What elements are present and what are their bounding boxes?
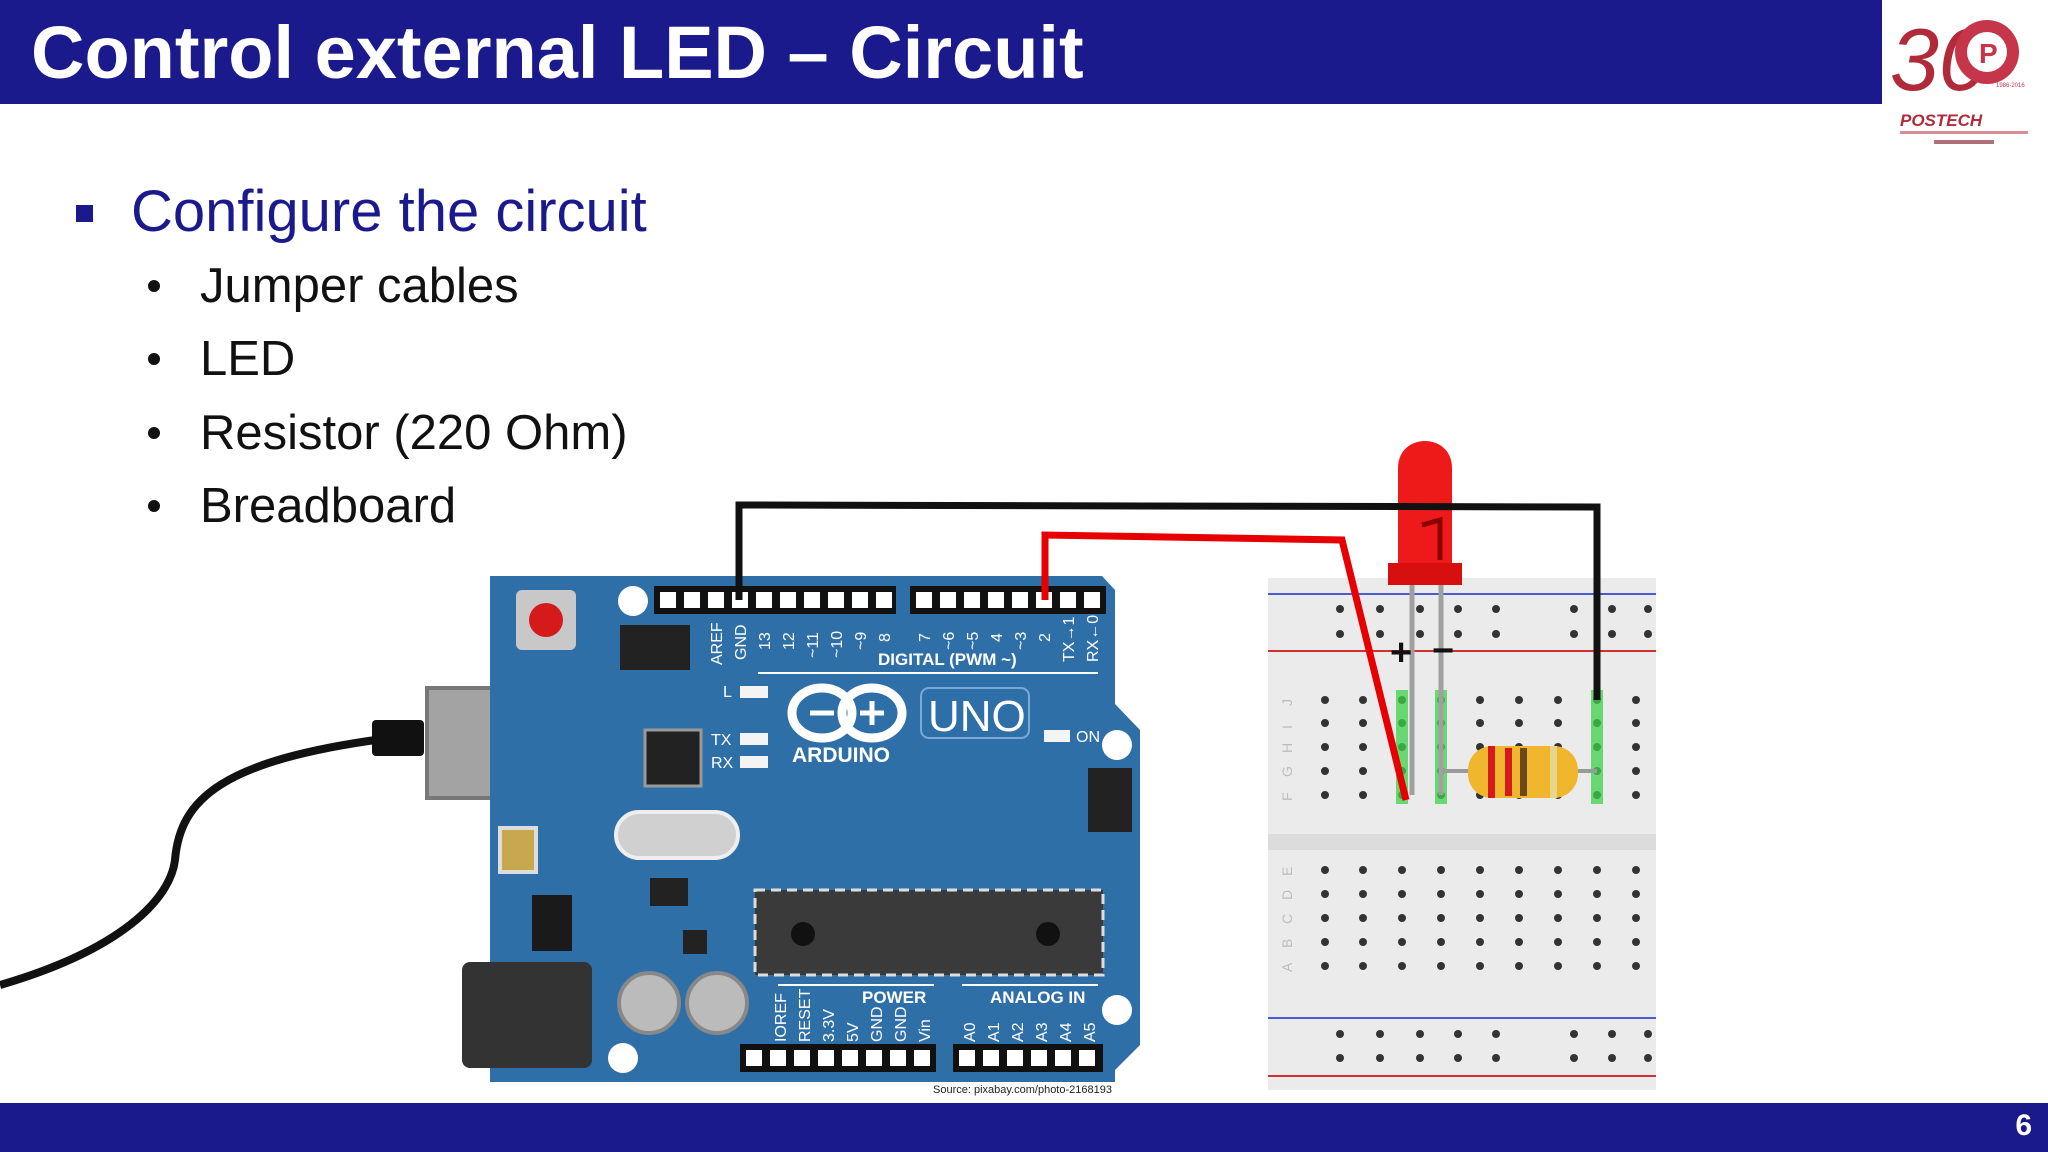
footer-bar: 6 <box>0 1103 2048 1152</box>
dot-bullet-icon <box>148 500 160 512</box>
black-jumper-wire <box>735 501 1601 700</box>
dot-bullet-icon <box>148 280 160 292</box>
led-on-label: ON <box>1076 729 1100 746</box>
logo-brand: POSTECH <box>1900 111 1983 130</box>
title-bar: Control external LED – Circuit <box>0 0 1882 104</box>
pin-label: GND <box>893 1006 910 1042</box>
pin-label: 13 <box>757 632 774 650</box>
led-minus-label: − <box>1432 630 1454 672</box>
row-letter: B <box>1279 939 1295 948</box>
dot-bullet-icon <box>148 353 160 365</box>
led-l-label: L <box>723 684 732 701</box>
pin-label: ~11 <box>805 632 822 658</box>
pin-label: A5 <box>1082 1022 1099 1042</box>
power-jack <box>462 962 592 1068</box>
bullet-heading-text: Configure the circuit <box>131 179 647 244</box>
bullet-item-text: Breadboard <box>200 479 457 533</box>
power-label: POWER <box>862 988 926 1007</box>
capacitor-right <box>685 971 749 1035</box>
voltage-regulator <box>532 895 572 951</box>
power-header <box>740 1044 936 1072</box>
uno-model: UNO <box>928 692 1026 741</box>
pin-label: RESET <box>797 988 814 1042</box>
pin-label: 5V <box>845 1022 862 1042</box>
pin-label: A3 <box>1034 1022 1051 1042</box>
usb-plug <box>372 720 424 756</box>
square-bullet-icon <box>76 205 93 222</box>
pin-label: AREF <box>709 622 726 665</box>
pin-label: IOREF <box>773 993 790 1042</box>
led-plus-label: + <box>1390 632 1412 674</box>
digital-header-right <box>910 586 1106 614</box>
row-letter: J <box>1279 699 1295 706</box>
icsp-header <box>620 625 690 670</box>
led-on <box>1044 730 1070 742</box>
pin-label: ~5 <box>965 632 982 650</box>
pin-label: GND <box>733 624 750 660</box>
slide-title: Control external LED – Circuit <box>31 11 1084 94</box>
logo-badge-letter: P <box>1979 38 1998 69</box>
row-letter: D <box>1279 890 1295 900</box>
pin-label: A0 <box>962 1022 979 1042</box>
led-rx-label: RX <box>711 755 734 772</box>
row-letter: G <box>1279 766 1295 777</box>
digital-label: DIGITAL (PWM ~) <box>878 650 1017 669</box>
bullet-heading: Configure the circuit <box>76 178 647 245</box>
row-letter: A <box>1279 962 1295 972</box>
bullet-item-text: Resistor (220 Ohm) <box>200 406 628 460</box>
usb-cable <box>0 734 391 989</box>
bullet-item-text: Jumper cables <box>200 259 519 313</box>
dot-bullet-icon <box>148 427 160 439</box>
capacitor-small <box>498 826 538 874</box>
led-l <box>740 686 768 698</box>
pin-label: A4 <box>1058 1022 1075 1042</box>
bullet-item-breadboard: Breadboard <box>148 478 456 534</box>
pin-label: ~3 <box>1013 632 1030 650</box>
row-letter: I <box>1279 725 1295 729</box>
led-tx <box>740 733 768 745</box>
image-source: Source: pixabay.com/photo-2168193 <box>933 1084 1112 1096</box>
small-chip-2 <box>683 930 707 954</box>
bullet-item-resistor: Resistor (220 Ohm) <box>148 405 628 461</box>
row-letter: F <box>1279 792 1295 801</box>
led-rx <box>740 756 768 768</box>
usb-chip <box>643 728 703 788</box>
pin-label: Vin <box>917 1019 934 1042</box>
red-jumper-wire <box>1041 531 1410 801</box>
pin-label: RX←0 <box>1085 615 1102 662</box>
pin-label: ~6 <box>941 632 958 650</box>
pin-label: TX→1 <box>1061 617 1078 662</box>
pin-label: A1 <box>986 1022 1003 1042</box>
postech-logo: 30 P 1986-2016 POSTECH <box>1882 0 2048 150</box>
pin-label: 8 <box>877 633 894 642</box>
pin-label: ~9 <box>853 632 870 650</box>
column-highlight <box>1591 690 1603 804</box>
analog-label: ANALOG IN <box>990 988 1085 1007</box>
arduino-infinity-logo <box>787 683 907 743</box>
pin-label: 2 <box>1037 633 1054 642</box>
pin-label: GND <box>869 1006 886 1042</box>
arduino-brand: ARDUINO <box>792 744 890 767</box>
led-tx-label: TX <box>711 732 732 749</box>
pin-label: 7 <box>917 633 934 642</box>
capacitor-left <box>617 971 681 1035</box>
pin-label: 12 <box>781 632 798 650</box>
page-number: 6 <box>2015 1109 2032 1142</box>
analog-header <box>953 1044 1103 1072</box>
pin-label: 3.3V <box>821 1009 838 1042</box>
row-letter: E <box>1279 867 1295 876</box>
icsp-header-right <box>1088 768 1132 832</box>
pin-label: A2 <box>1010 1022 1027 1042</box>
bullet-item-jumper-cables: Jumper cables <box>148 258 519 314</box>
bullet-item-text: LED <box>200 332 296 386</box>
crystal-oscillator <box>614 810 740 860</box>
small-chip <box>650 878 688 906</box>
pin-label: 4 <box>989 633 1006 642</box>
row-letter: H <box>1279 743 1295 753</box>
logo-years: 1986-2016 <box>1996 83 2025 89</box>
row-letter: C <box>1279 914 1295 924</box>
bullet-item-led: LED <box>148 331 295 387</box>
pin-label: ~10 <box>829 631 846 658</box>
